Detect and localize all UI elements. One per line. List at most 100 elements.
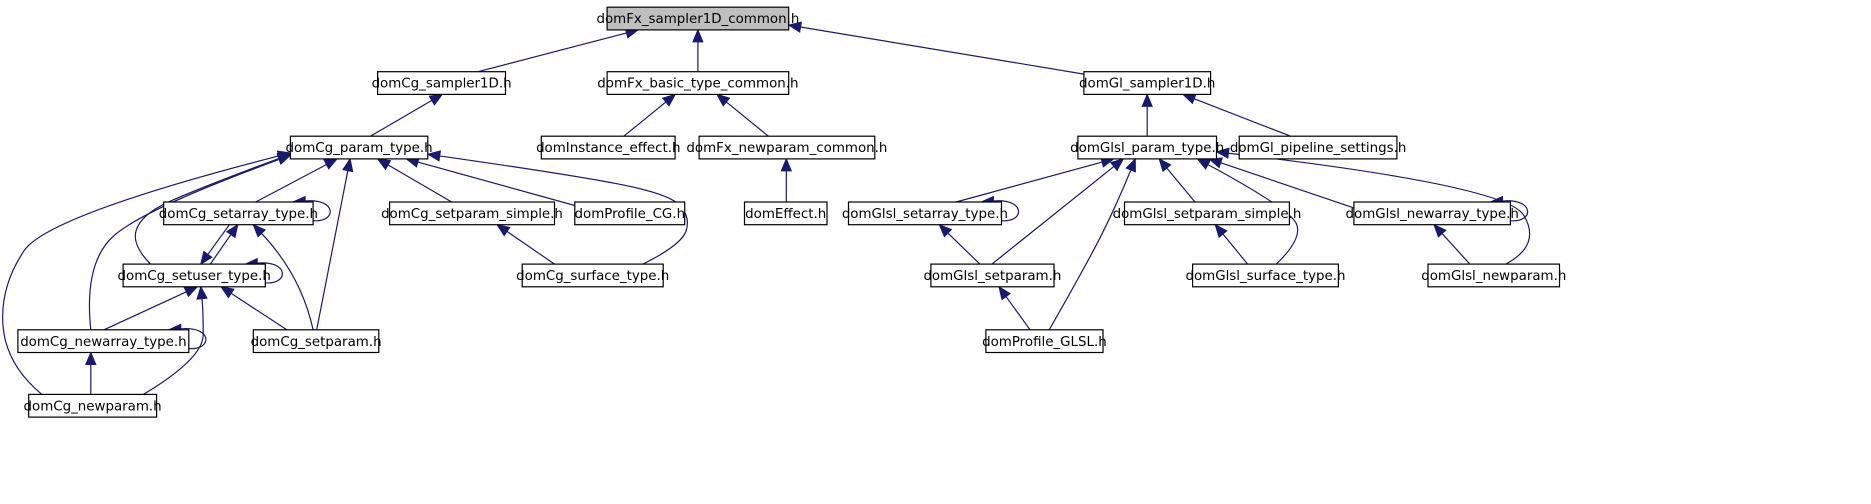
node-cg_setuser[interactable]: domCg_setuser_type.h [118,263,271,288]
node-glsl_setparam_simple[interactable]: domGlsl_setparam_simple.h [1113,201,1302,226]
node-box[interactable] [17,329,190,354]
node-profile_cg[interactable]: domProfile_CG.h [574,201,686,226]
edge-line [438,155,688,265]
node-box[interactable] [521,263,664,288]
node-inst_effect[interactable]: domInstance_effect.h [536,135,681,160]
node-gl_pipeline[interactable]: domGl_pipeline_settings.h [1230,135,1407,160]
node-label: domGlsl_newparam.h [1421,269,1566,284]
node-cg_newparam[interactable]: domCg_newparam.h [24,393,162,418]
node-root[interactable]: domFx_sampler1D_common.h [596,6,799,31]
node-label: domGlsl_setarray_type.h [842,207,1008,222]
edge-fx_newparam-to-fx_basic [715,93,769,137]
edge-arrowhead [376,158,392,171]
node-profile_glsl[interactable]: domProfile_GLSL.h [982,329,1107,354]
edge-glsl_setparam-to-glsl_param [991,158,1125,265]
node-box[interactable] [930,263,1055,288]
node-fx_newparam[interactable]: domFx_newparam_common.h [686,135,887,160]
node-fx_basic[interactable]: domFx_basic_type_common.h [597,71,799,95]
edge-cg_newparam-to-cg_newarray [85,351,97,395]
node-effect[interactable]: domEffect.h [743,201,828,226]
node-glsl_newarray[interactable]: domGlsl_newarray_type.h [1346,201,1519,226]
edge-arrowhead [1196,158,1212,170]
node-cg_setarray[interactable]: domCg_setarray_type.h [159,201,318,226]
node-box[interactable] [698,135,876,160]
edge-line [1221,232,1249,265]
edge-line [370,99,434,137]
edge-line [88,158,281,330]
node-cg_newarray[interactable]: domCg_newarray_type.h [17,329,190,354]
node-cg_param[interactable]: domCg_param_type.h [286,135,433,160]
node-box[interactable] [606,71,790,95]
edge-line [316,169,349,330]
edge-profile_cg-to-cg_param [405,156,575,207]
node-box[interactable] [743,201,828,226]
edge-gl_sampler1d-to-root [787,21,1084,75]
node-gl_sampler1d[interactable]: domGl_sampler1D.h [1079,71,1215,95]
node-label: domFx_basic_type_common.h [597,77,798,92]
node-box[interactable] [289,135,429,160]
node-label: domInstance_effect.h [536,141,680,156]
node-box[interactable] [389,201,556,226]
node-glsl_surface[interactable]: domGlsl_surface_type.h [1185,263,1346,288]
edge-arrowhead [1158,157,1172,173]
node-cg_surface[interactable]: domCg_surface_type.h [516,263,669,288]
edge-line [206,224,230,256]
node-label: domCg_surface_type.h [516,269,669,284]
node-box[interactable] [122,263,266,288]
edge-line [477,32,628,73]
node-box[interactable] [540,135,676,160]
node-box[interactable] [1238,135,1398,160]
edge-line [260,232,314,330]
edge-cg_newarray-to-cg_setuser [103,286,199,331]
node-label: domCg_newparam.h [24,399,162,414]
edge-glsl_setparam-to-glsl_setarray [938,223,981,265]
node-box[interactable] [985,329,1104,354]
edge-line [257,262,283,284]
edge-arrowhead [1181,93,1197,105]
edge-line [1440,232,1471,265]
node-box[interactable] [1123,201,1290,226]
node-box[interactable] [163,201,314,226]
node-label: domCg_setparam_simple.h [381,207,563,222]
node-cg_sampler1d[interactable]: domCg_sampler1D.h [372,71,512,95]
node-box[interactable] [1077,135,1218,160]
edge-line [623,100,668,137]
edge-line [993,200,1020,222]
node-glsl_param[interactable]: domGlsl_param_type.h [1070,135,1224,160]
node-box[interactable] [1191,263,1339,288]
node-box[interactable] [574,201,686,226]
node-box[interactable] [847,201,1003,226]
node-label: domCg_setuser_type.h [118,269,271,284]
node-glsl_setarray[interactable]: domGlsl_setarray_type.h [842,201,1008,226]
node-box[interactable] [252,329,380,354]
node-box[interactable] [377,71,507,95]
node-box[interactable] [28,393,158,418]
edge-line [305,200,331,222]
edge-effect-to-fx_newparam [780,157,793,202]
edge-line [955,161,1104,203]
edge-arrowhead [342,157,354,173]
edge-arrowhead [661,93,677,107]
edge-line [1048,168,1132,331]
edge-cg_setarray-to-cg_param [255,158,339,203]
node-glsl_newparam[interactable]: domGlsl_newparam.h [1421,263,1566,288]
node-cg_setparam_simple[interactable]: domCg_setparam_simple.h [381,201,563,226]
node-box[interactable] [1427,263,1561,288]
node-box[interactable] [1083,71,1212,95]
edge-line [1206,163,1299,265]
node-cg_setparam[interactable]: domCg_setparam.h [251,329,382,354]
edge-line [1004,295,1031,331]
edge-line [386,163,453,203]
node-glsl_setparam[interactable]: domGlsl_setparam.h [923,263,1061,288]
edge-arrowhead [225,223,239,239]
node-label: domGlsl_newarray_type.h [1346,207,1519,222]
node-box[interactable] [1353,201,1512,226]
edge-arrowhead [252,223,267,238]
edge-line [255,163,328,203]
node-box[interactable] [606,6,790,31]
node-label: domCg_sampler1D.h [372,77,512,92]
edge-cg_newarray-to-cg_param [88,154,292,330]
edge-cg_surface-to-cg_param [426,150,688,265]
edge-line [1219,161,1355,209]
